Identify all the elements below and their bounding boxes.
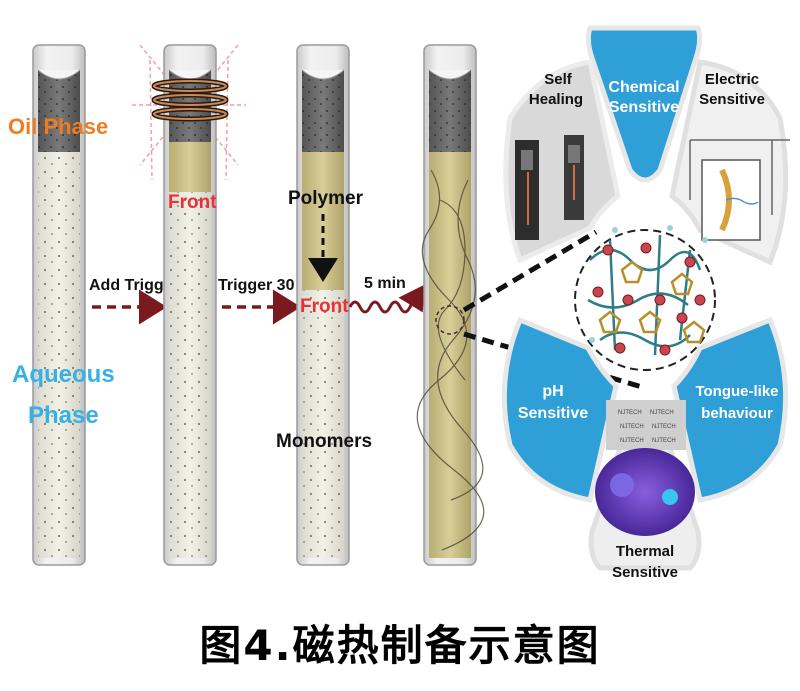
zoom-line-top <box>462 229 598 313</box>
trigger-30s-label: Trigger 30 s <box>218 277 308 294</box>
petal-tongue-like-behaviour: Tongue-like behaviour <box>671 316 789 503</box>
njtech-text-5: NJTECH <box>620 438 644 444</box>
petal-electric-sensitive: Electric Sensitive <box>669 59 790 266</box>
oil-phase-label: Oil Phase <box>8 114 108 139</box>
petal-chemical-sensitive: Chemical Sensitive <box>585 25 703 183</box>
ph-label-line2: Sensitive <box>518 405 588 422</box>
self-healing-label-line2: Healing <box>529 91 583 108</box>
njtech-text-1: NJTECH <box>618 410 642 416</box>
add-trigger-label: Add Trigger <box>89 277 179 294</box>
tube-3 <box>296 44 350 566</box>
front-label-tube2: Front <box>168 192 217 213</box>
njtech-text-3: NJTECH <box>620 424 644 430</box>
electric-label-line1: Electric <box>705 71 759 88</box>
five-min-wave-arrow <box>348 284 426 314</box>
tube-2 <box>132 44 246 566</box>
njtech-text-4: NJTECH <box>652 424 676 430</box>
tube-4 <box>416 44 485 566</box>
electric-label-line2: Sensitive <box>699 91 765 108</box>
chemical-label-line2: Sensitive <box>609 99 679 116</box>
ph-label-line1: pH <box>542 383 563 400</box>
tongue-label-line1: Tongue-like <box>695 383 778 400</box>
aqueous-phase-label-line2: Phase <box>28 402 99 429</box>
front-label-tube3: Front <box>300 296 349 317</box>
tongue-label-line2: behaviour <box>701 405 773 422</box>
polymer-label: Polymer <box>288 188 364 209</box>
thermal-label-line2: Sensitive <box>612 564 678 581</box>
chemical-label-line1: Chemical <box>608 79 679 96</box>
polymerization-diagram: Oil Phase Aqueous Phase Add Trigger <box>8 25 790 581</box>
thermal-label-line1: Thermal <box>616 543 674 560</box>
zoom-line-bottom <box>463 331 643 390</box>
petal-thermal-sensitive: NJTECH NJTECH NJTECH NJTECH NJTECH NJTEC… <box>588 400 702 581</box>
figure-caption: 图4.磁热制备示意图 <box>199 621 601 670</box>
five-min-label: 5 min <box>364 275 406 292</box>
njtech-text-2: NJTECH <box>650 410 674 416</box>
monomers-label: Monomers <box>276 431 372 452</box>
petal-self-healing: Self Healing <box>503 59 621 264</box>
petal-ph-sensitive: pH Sensitive <box>501 316 619 503</box>
tube-1 <box>32 44 86 566</box>
molecular-network <box>574 225 716 371</box>
aqueous-phase-label-line1: Aqueous <box>12 361 115 388</box>
njtech-text-6: NJTECH <box>652 438 676 444</box>
self-healing-label-line1: Self <box>544 71 573 88</box>
